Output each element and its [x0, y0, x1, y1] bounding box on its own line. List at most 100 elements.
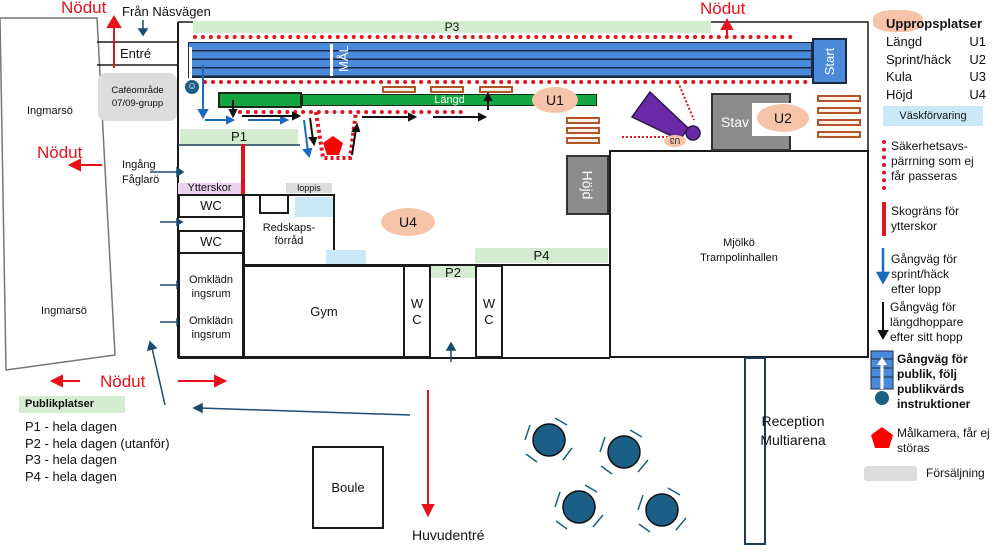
trampoline-hall [609, 150, 869, 358]
changing-room-1: Omklädn ingsrum [188, 274, 234, 301]
safety-barrier [193, 35, 793, 39]
from-road-label: Från Näsvägen [122, 4, 211, 19]
spectator-legend-title: Publikplatser [19, 396, 125, 413]
spectator-zone-p3: P3 [193, 20, 711, 34]
table-icon [607, 435, 641, 469]
main-entrance-label: Huvudentré [412, 527, 485, 543]
cafe-area: Caféområde 07/09-grupp [98, 73, 177, 121]
sprint-path-legend-icon [875, 248, 891, 285]
storage-closet [259, 194, 289, 214]
ingmarso-label-top: Ingmarsö [27, 105, 73, 117]
callup-zone-u2: U2 [757, 104, 809, 132]
exit-arrow-up-icon [720, 17, 734, 30]
public-host-icon: ☺ [185, 80, 199, 94]
spectator-legend-item: P4 - hela dagen [25, 468, 117, 484]
forest-line-legend-text: Skogräns för ytterskor [891, 204, 960, 233]
hurdle [430, 86, 464, 93]
spectator-zone-p4: P4 [475, 248, 608, 263]
hurdle [479, 86, 513, 93]
bag-storage [326, 250, 366, 264]
high-jump-area: Höjd [566, 155, 609, 215]
longjump-path-legend-text: Gångväg för längdhoppare efter sitt hopp [890, 300, 964, 344]
sprint-path-legend-text: Gångväg för sprint/häck efter lopp [891, 252, 958, 296]
sales-legend-icon [864, 466, 917, 481]
table-icon [532, 423, 566, 457]
camera-barrier [314, 111, 358, 160]
outdoor-shoes-area: Ytterskor [178, 183, 241, 194]
emergency-arrows [49, 15, 734, 518]
hurdle [817, 95, 861, 102]
spectator-legend-list: P1 - hela dagen P2 - hela dagen (utanför… [25, 419, 170, 485]
wc-room-3: W C [403, 265, 431, 358]
safety-legend-text: Säkerhetsavs- pärrning som ej får passer… [891, 139, 974, 183]
table-icon [562, 490, 596, 524]
sales-legend-text: Försäljning [926, 466, 985, 480]
safety-barrier [677, 81, 695, 121]
spectator-legend-item: P3 - hela dagen [25, 452, 117, 467]
hurdle [566, 117, 600, 124]
forest-line-legend-icon [882, 202, 886, 236]
bag-storage-legend: Väskförvaring [883, 106, 983, 126]
sprint-paths [197, 65, 313, 159]
callup-legend-cloud [873, 10, 923, 32]
exit-label-bottom: Nödut [100, 372, 146, 391]
shot-put-circle [685, 125, 701, 141]
finish-line [330, 44, 333, 76]
goal-camera-icon [323, 136, 343, 155]
exit-label-top-left: Nödut [61, 0, 107, 17]
exit-arrow-down-icon [421, 504, 435, 518]
callup-zone-u1: U1 [532, 87, 578, 113]
public-path-arrow [189, 47, 192, 79]
reception-corridor [744, 357, 766, 545]
ingmarso-label-bottom: Ingmarsö [41, 305, 87, 317]
hurdle [817, 107, 861, 114]
boule-court: Boule [312, 446, 384, 529]
longjump-path-legend-icon [877, 302, 889, 341]
changing-rooms-block [178, 252, 244, 358]
pole-vault-label: Stav [721, 114, 750, 130]
reception-label: Reception Multiarena [760, 413, 826, 448]
entrance-faglaro-label: Ingång Fåglarö [122, 159, 160, 186]
trampoline-label: Mjölkö Trampolinhallen [700, 237, 778, 265]
public-path-legend-text: Gångväg för publik, följ publikvärds ins… [897, 352, 971, 411]
wc-room-1: WC [178, 194, 244, 218]
long-jump-runway: Längd [302, 94, 597, 106]
exit-arrow-up-icon [106, 15, 122, 28]
exit-arrow-left-icon [67, 158, 81, 172]
exit-arrow-left-icon [49, 374, 63, 388]
long-jump-runway-start [218, 92, 302, 108]
hurdle [566, 137, 600, 144]
spectator-zone-p1: P1 [180, 129, 298, 144]
wc-room-4: W C [475, 265, 503, 358]
table-icon [645, 493, 679, 527]
bag-storage [295, 197, 333, 217]
spectator-legend-item: P1 - hela dagen [25, 419, 117, 434]
callup-zone-u4: U4 [381, 208, 435, 236]
hurdle [817, 119, 861, 126]
exit-label-top-right: Nödut [700, 0, 746, 18]
safety-barrier [203, 80, 808, 84]
hurdle [566, 127, 600, 134]
camera-legend-icon [871, 427, 893, 448]
ingmarso-building [0, 17, 116, 371]
longjump-paths [228, 91, 493, 156]
exit-label-left: Nödut [37, 143, 83, 162]
changing-room-2: Omklädn ingsrum [188, 315, 234, 342]
spectator-legend-item: P2 - hela dagen (utanför) [25, 435, 170, 451]
spectator-zone-p2: P2 [431, 265, 475, 280]
exit-arrow-right-icon [214, 374, 228, 388]
entrance-label: Entré [120, 46, 152, 61]
camera-legend-text: Målkamera, får ej störas [897, 426, 990, 455]
safety-legend-icon [882, 140, 886, 190]
hurdle [382, 86, 416, 93]
safety-barrier [238, 110, 463, 114]
hurdle [817, 131, 861, 138]
